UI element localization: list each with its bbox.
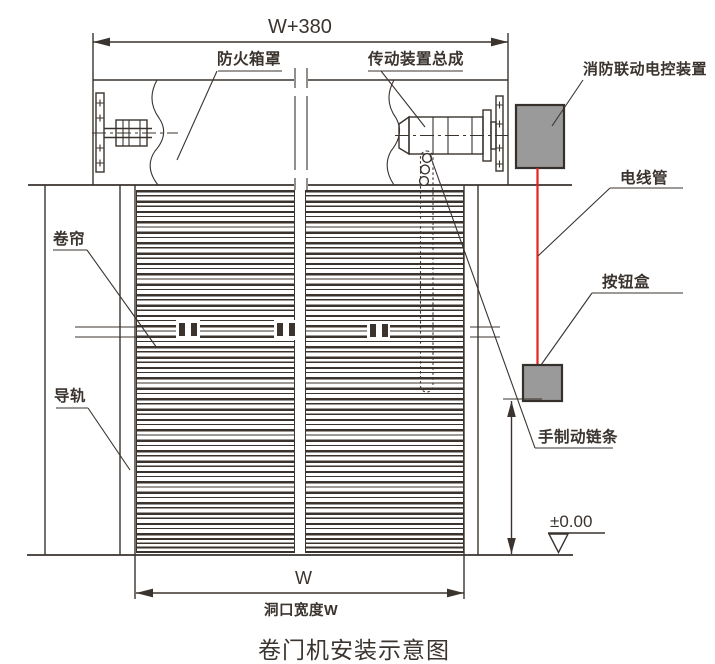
break-lines [149,79,401,186]
label-guide-rail: 导轨 [54,388,87,405]
dimension-w-label: W [295,568,312,588]
label-hand-brake-chain: 手制动链条 [538,429,619,446]
rail-break-ticks [75,326,500,338]
level-symbol [547,533,570,555]
curtain-handle [176,320,200,340]
handle-bar [382,324,388,337]
label-drive-assembly: 传动装置总成 [368,51,465,68]
dimension-opening-width [136,588,464,598]
diagram-title: 卷门机安装示意图 [258,637,450,663]
handle-bar [277,323,283,336]
label-fire-box-cover: 防火箱罩 [217,51,282,68]
structure-lines [27,33,573,599]
handle-bar [370,324,376,337]
curtain-panel-right [305,190,464,553]
curtain-panel-left [136,190,295,553]
handle-bar [289,323,295,336]
fire-linkage-control-leader [551,79,584,127]
guide-rail-leader [56,407,131,471]
fire-box-cover-leader [176,70,282,161]
left-bracket-assembly [92,92,178,173]
button-box-leader [540,292,683,366]
drive-assembly-drawing [395,95,508,172]
label-conduit: 电线管 [620,170,669,187]
curtain-handle [274,320,298,340]
label-roller-curtain: 卷帘 [53,231,86,248]
label-button-box: 按钮盒 [602,274,651,291]
hand-chain-drawing [418,150,434,393]
drive-assembly-leader [368,70,463,128]
label-fire-linkage-control: 消防联动电控装置 [583,61,708,78]
conduit-leader [537,187,683,257]
dimension-opening-label: 洞口宽度W [264,603,339,619]
fire-linkage-control-box [514,103,566,170]
curtain-handle [367,321,390,340]
dimension-top-label: W+380 [268,16,332,38]
elevation-label: ±0.00 [550,512,593,531]
handle-bar [191,323,197,336]
dimension-elevation [503,398,605,555]
chain-link [421,152,433,164]
curtain-bottom-bar [306,538,463,553]
chain-link [418,175,430,187]
chain-loop [419,150,434,393]
handle-bar [179,323,185,336]
dimension-top [93,37,508,47]
push-button-box [521,363,564,403]
curtain-bottom-bar [137,538,294,553]
roller-curtain-leader [53,249,158,349]
chain-link [419,164,431,175]
